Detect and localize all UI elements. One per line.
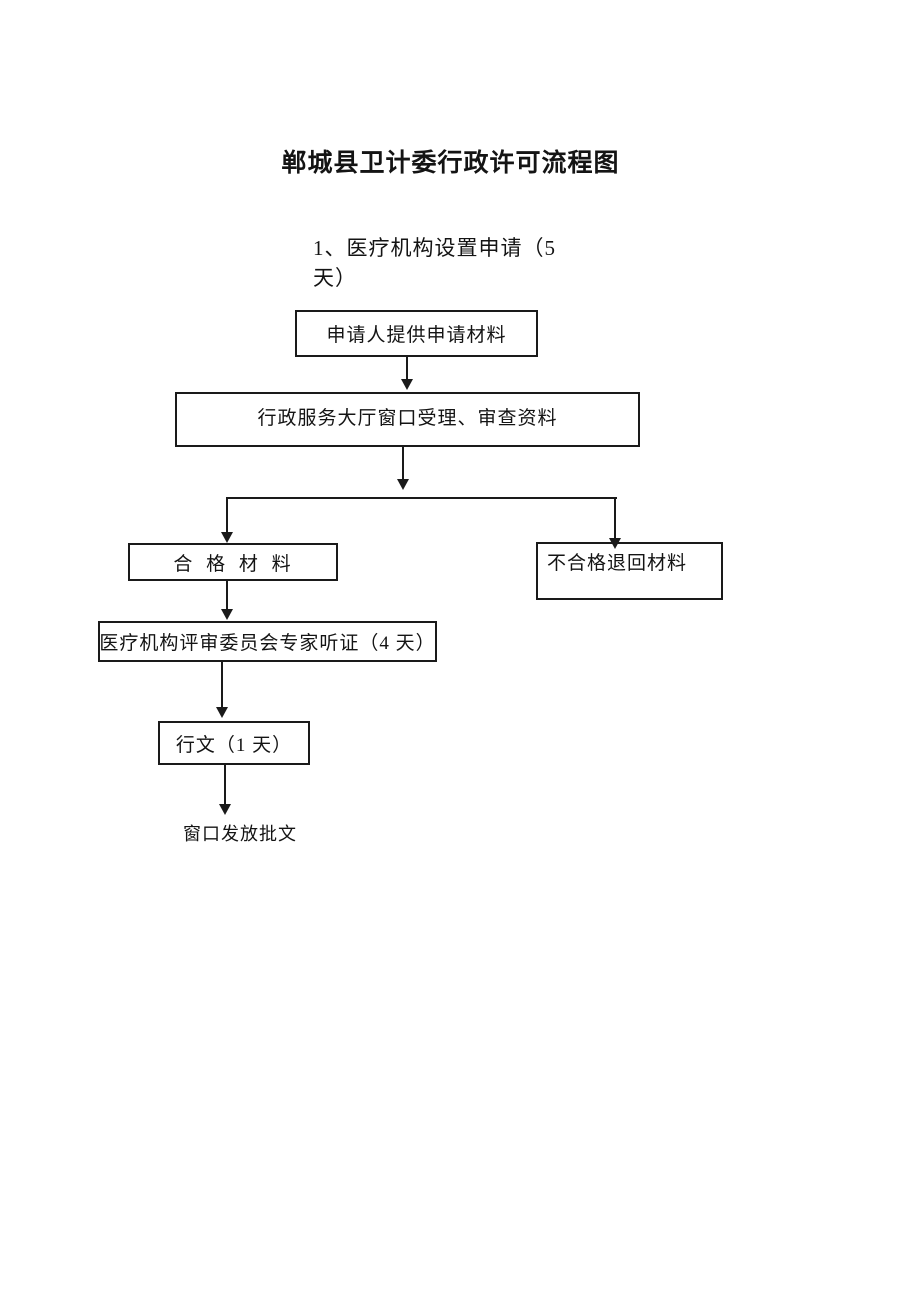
connector-apply-to-accept-line <box>406 357 408 380</box>
connector-hearing-to-issuedoc-line <box>221 662 223 708</box>
connector-qualified-to-hearing-line <box>226 581 228 610</box>
section-heading-line2: 天） <box>313 266 357 290</box>
connector-accept-to-branch-line <box>402 447 404 480</box>
connector-branch-horizontal-line <box>227 497 617 499</box>
page-title: 郸城县卫计委行政许可流程图 <box>281 149 620 177</box>
connector-issuedoc-to-dispense-line <box>224 765 226 805</box>
arrowhead-down-icon <box>609 538 621 549</box>
section-heading-line1: 1、医疗机构设置申请（5 <box>313 236 556 260</box>
arrowhead-down-icon <box>221 609 233 620</box>
flow-box-issue-document: 行文（1 天） <box>158 721 310 765</box>
flow-box-unqualified-returned: 不合格退回材料 <box>536 542 723 600</box>
arrowhead-down-icon <box>221 532 233 543</box>
section-heading: 1、医疗机构设置申请（5 天） <box>313 233 556 293</box>
flow-end-label-dispense-approval: 窗口发放批文 <box>183 824 297 844</box>
connector-branch-right-line <box>614 497 616 538</box>
arrowhead-down-icon <box>219 804 231 815</box>
flow-box-expert-hearing: 医疗机构评审委员会专家听证（4 天） <box>98 621 437 662</box>
flow-box-applicant-materials: 申请人提供申请材料 <box>295 310 538 357</box>
arrowhead-down-icon <box>216 707 228 718</box>
connector-branch-left-line <box>226 497 228 533</box>
flow-box-qualified-materials: 合 格 材 料 <box>128 543 338 581</box>
arrowhead-down-icon <box>401 379 413 390</box>
arrowhead-down-icon <box>397 479 409 490</box>
flow-box-service-hall-review: 行政服务大厅窗口受理、审查资料 <box>175 392 640 447</box>
